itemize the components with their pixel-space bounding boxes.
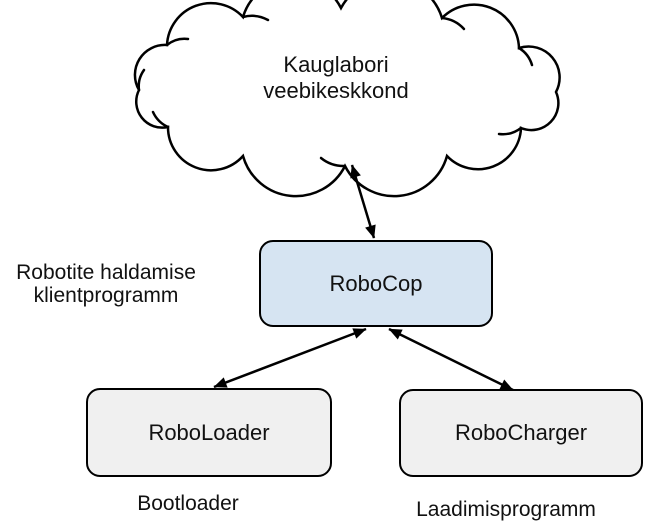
arrow-robocop-robocharger [388, 327, 514, 392]
arrow-cloud-robocop [350, 164, 376, 239]
arrow-robocop-roboloader [213, 327, 367, 389]
cloud-shape [133, 0, 561, 198]
annotation-laadimisprogramm: Laadimisprogramm [416, 498, 596, 521]
cloud-sketch-details [137, 14, 534, 168]
node-roboloader: RoboLoader [86, 388, 332, 477]
node-robocop-label: RoboCop [329, 270, 423, 296]
cloud-label: Kauglabori veebikeskkond [263, 52, 409, 103]
node-roboloader-label: RoboLoader [148, 419, 270, 445]
node-robocharger-label: RoboCharger [454, 420, 588, 445]
annotation-client-program: Robotite haldamise klientprogramm [16, 261, 196, 307]
node-robocop: RoboCop [259, 240, 493, 327]
annotation-bootloader: Bootloader [137, 492, 239, 515]
node-robocharger: RoboCharger [399, 389, 643, 477]
